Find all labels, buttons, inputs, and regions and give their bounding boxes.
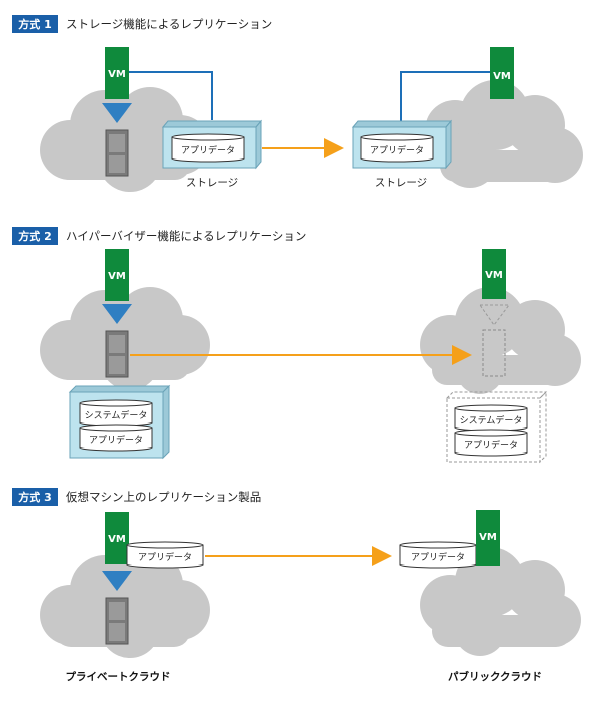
section-3-badge-label: 方式 3 bbox=[18, 490, 51, 504]
app-data-cylinder: アプリデータ bbox=[171, 133, 245, 163]
vm-storage-link-left bbox=[128, 71, 213, 120]
svg-text:アプリデータ: アプリデータ bbox=[370, 144, 424, 156]
section-1-header: 方式 1 ストレージ機能によるレプリケーション bbox=[12, 15, 272, 33]
storage-caption: ストレージ bbox=[375, 177, 427, 189]
vm-right-2: VM bbox=[482, 249, 506, 299]
app-data-cylinder-right-3: アプリデータ bbox=[399, 541, 477, 569]
storage-left-1: アプリデータ ストレージ bbox=[161, 119, 263, 189]
vm-down-arrow-1 bbox=[102, 103, 132, 123]
storage-right-2-ghost: システムデータ アプリデータ bbox=[445, 390, 548, 464]
svg-text:アプリデータ: アプリデータ bbox=[89, 434, 143, 446]
vm-down-arrow-3 bbox=[102, 571, 132, 591]
server-left-1 bbox=[105, 129, 129, 177]
cloud-right-3 bbox=[420, 547, 581, 656]
vm-label: VM bbox=[493, 71, 511, 82]
section-1-title: ストレージ機能によるレプリケーション bbox=[66, 17, 272, 31]
section-2: 方式 2 ハイパーバイザー機能によるレプリケーション VM bbox=[12, 227, 581, 464]
vm-label: VM bbox=[485, 270, 503, 281]
private-cloud-label: プライベートクラウド bbox=[66, 670, 171, 683]
section-3-header: 方式 3 仮想マシン上のレプリケーション製品 bbox=[12, 488, 261, 506]
app-data-cylinder: アプリデータ bbox=[454, 429, 528, 457]
section-1-badge bbox=[12, 15, 58, 33]
vm-right-3: VM bbox=[476, 510, 500, 566]
vm-left-1: VM bbox=[105, 47, 129, 99]
svg-text:アプリデータ: アプリデータ bbox=[411, 551, 465, 563]
svg-text:アプリデータ: アプリデータ bbox=[464, 439, 518, 451]
storage-left-2: システムデータ アプリデータ bbox=[68, 384, 171, 460]
app-data-cylinder: アプリデータ bbox=[360, 133, 434, 163]
system-data-cylinder: システムデータ bbox=[79, 399, 153, 427]
vm-storage-link-right bbox=[400, 71, 490, 122]
public-cloud-label: パブリッククラウド bbox=[448, 670, 542, 683]
vm-label: VM bbox=[108, 534, 126, 545]
server-ghost bbox=[482, 329, 506, 377]
vm-left-2: VM bbox=[105, 249, 129, 301]
app-data-cylinder-left-3: アプリデータ bbox=[126, 541, 204, 569]
svg-text:アプリデータ: アプリデータ bbox=[138, 551, 192, 563]
section-2-badge bbox=[12, 227, 58, 245]
vm-label: VM bbox=[108, 69, 126, 80]
section-2-badge-label: 方式 2 bbox=[18, 229, 51, 243]
section-2-title: ハイパーバイザー機能によるレプリケーション bbox=[66, 229, 306, 243]
svg-text:システムデータ: システムデータ bbox=[85, 409, 148, 421]
vm-right-1: VM bbox=[490, 47, 514, 99]
section-1: 方式 1 ストレージ機能によるレプリケーション VM bbox=[12, 15, 583, 192]
vm-left-3: VM bbox=[105, 512, 129, 564]
app-data-cylinder: アプリデータ bbox=[79, 424, 153, 452]
vm-down-arrow-2 bbox=[102, 304, 132, 324]
section-1-badge-label: 方式 1 bbox=[18, 17, 51, 31]
section-3: 方式 3 仮想マシン上のレプリケーション製品 VM bbox=[12, 488, 581, 683]
vm-down-arrow-ghost bbox=[479, 304, 510, 326]
storage-right-1: アプリデータ ストレージ bbox=[351, 119, 453, 189]
server-left-2 bbox=[105, 330, 129, 378]
svg-text:システムデータ: システムデータ bbox=[460, 414, 523, 426]
storage-caption: ストレージ bbox=[186, 177, 238, 189]
vm-label: VM bbox=[108, 271, 126, 282]
section-3-title: 仮想マシン上のレプリケーション製品 bbox=[66, 490, 261, 504]
svg-text:アプリデータ: アプリデータ bbox=[181, 144, 235, 156]
cloud-right-2 bbox=[420, 287, 581, 394]
vm-label: VM bbox=[479, 532, 497, 543]
system-data-cylinder: システムデータ bbox=[454, 404, 528, 432]
section-3-badge bbox=[12, 488, 58, 506]
server-left-3 bbox=[105, 597, 129, 645]
section-2-header: 方式 2 ハイパーバイザー機能によるレプリケーション bbox=[12, 227, 306, 245]
